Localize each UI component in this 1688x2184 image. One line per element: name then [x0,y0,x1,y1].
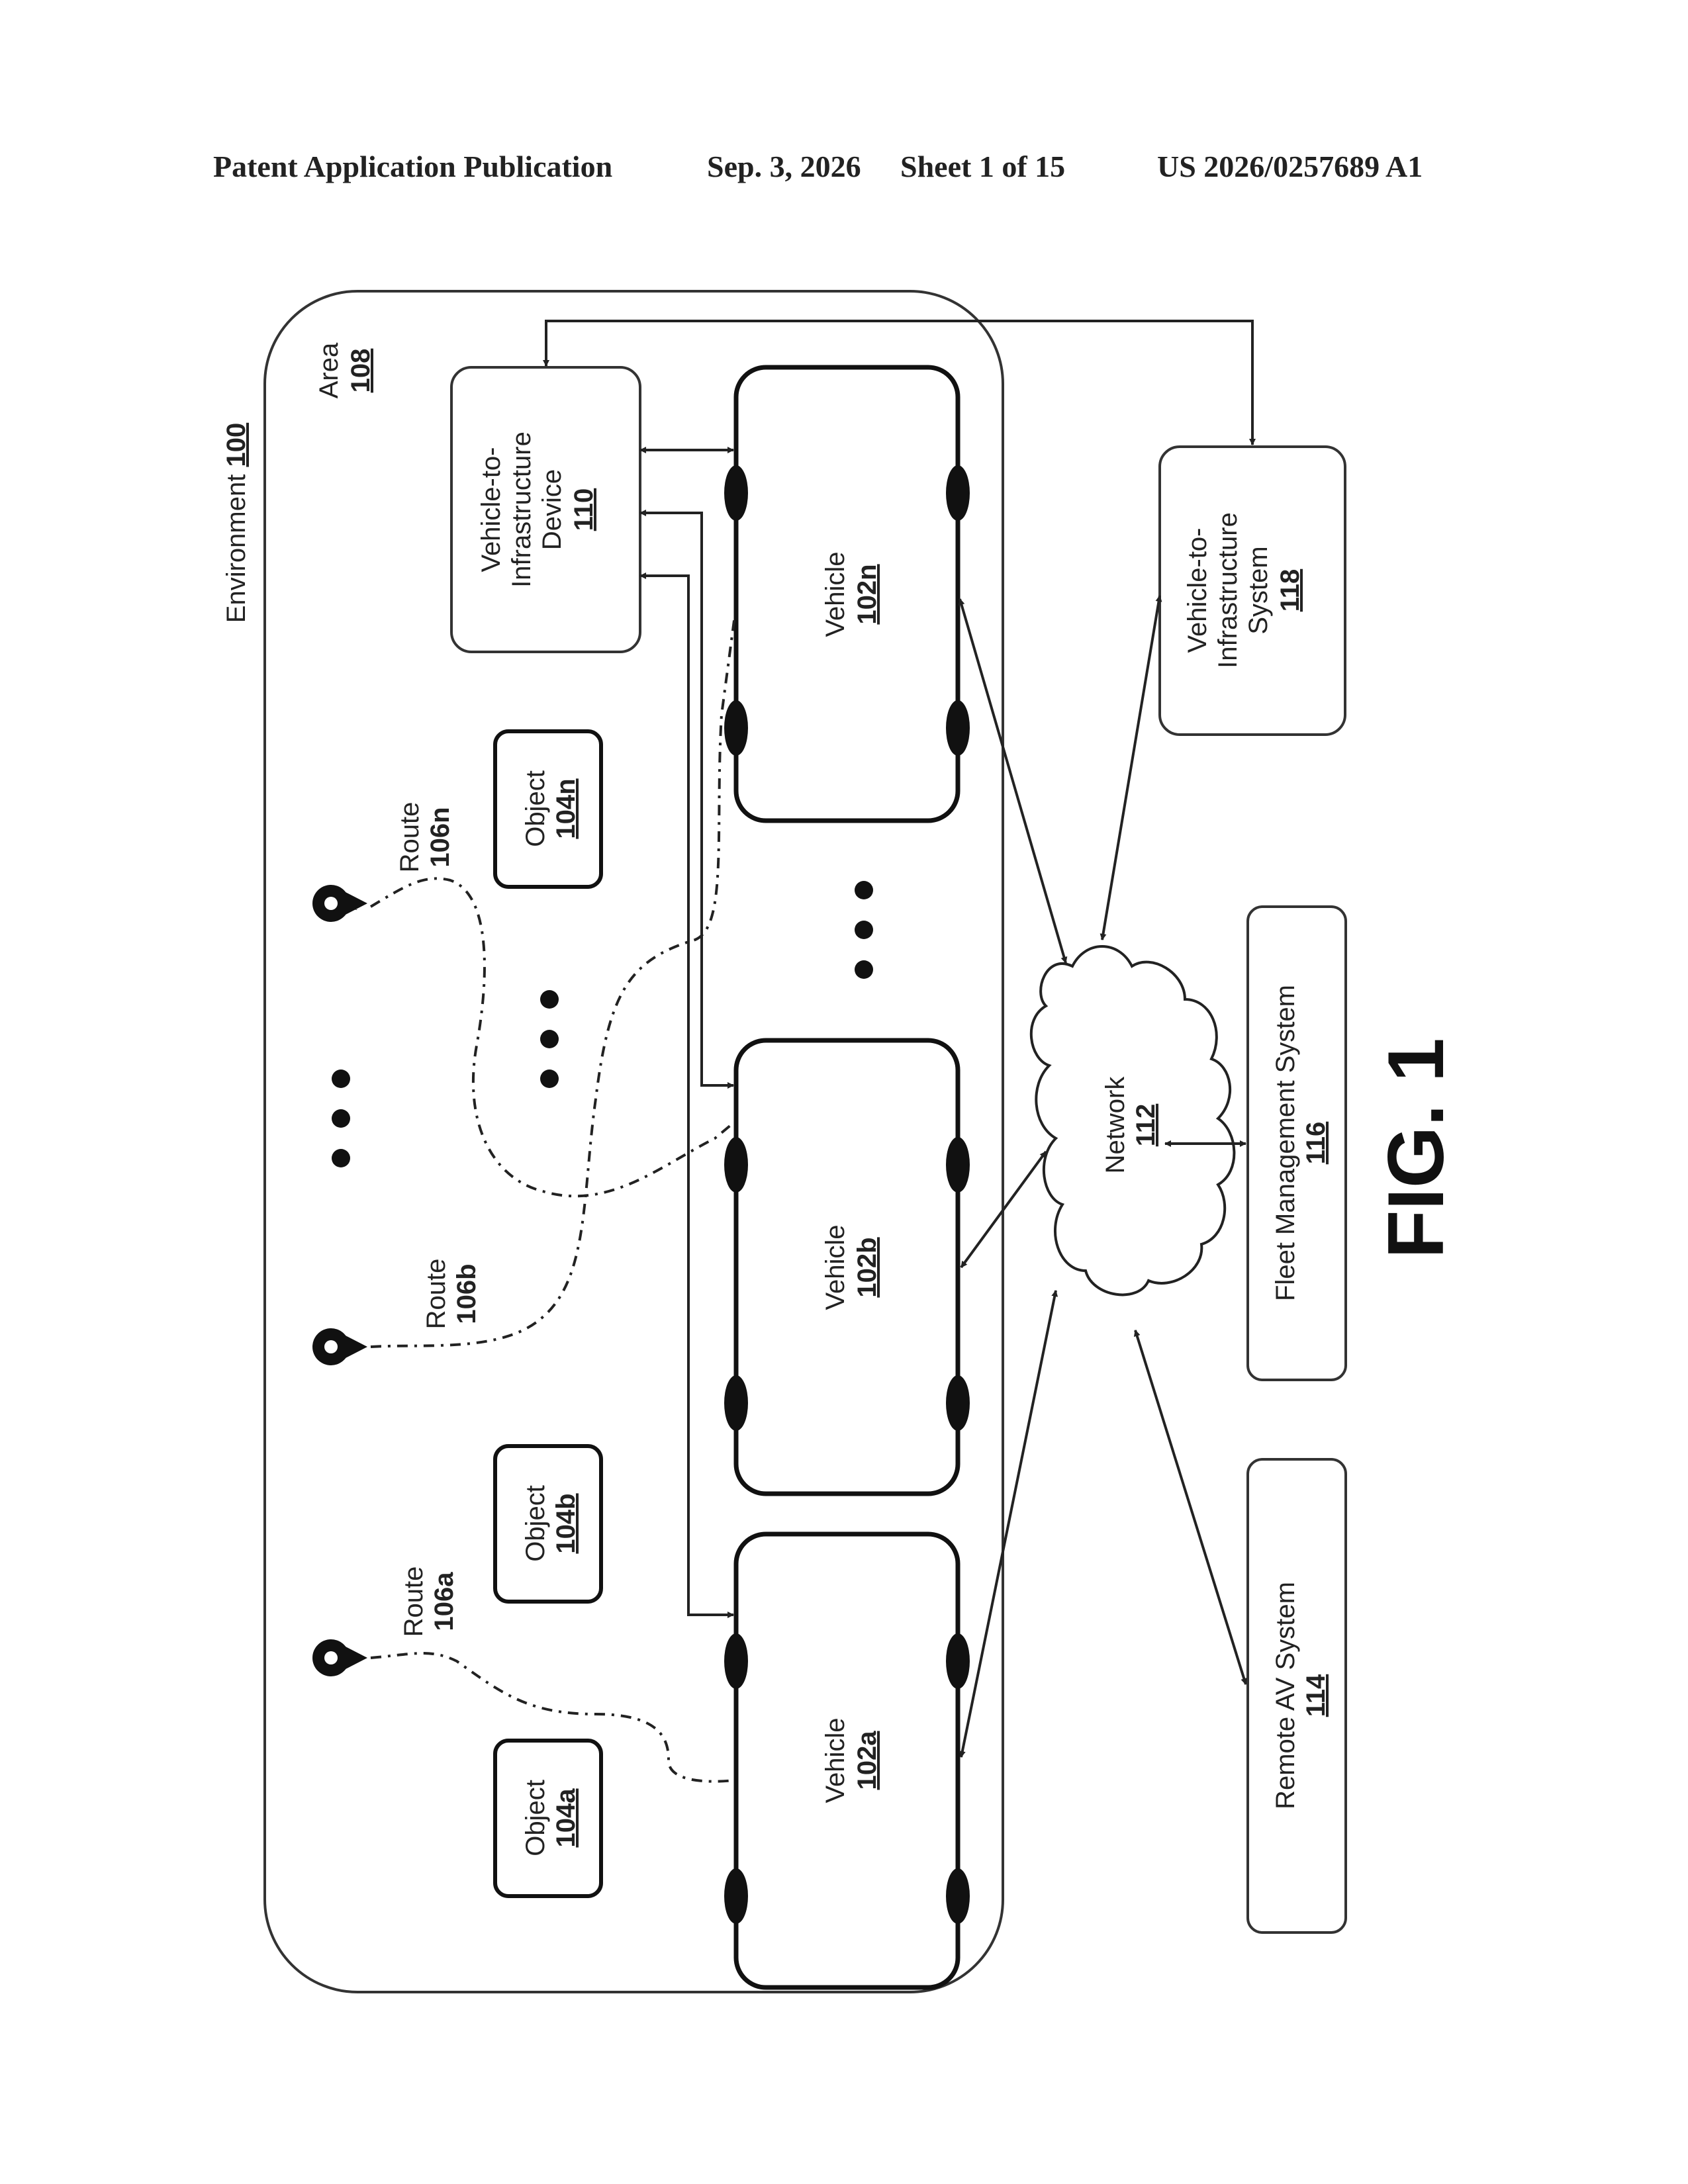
v2i-device-box: Vehicle-to- Infrastructure Device 110 [451,367,640,652]
route-106n-pin-icon [312,885,367,922]
route-106a-pin-icon [312,1639,367,1676]
svg-text:Infrastructure: Infrastructure [1213,512,1243,668]
svg-text:110: 110 [569,488,598,531]
svg-text:Remote AV System: Remote AV System [1271,1582,1300,1809]
route-106b-pin-icon [312,1328,367,1365]
svg-text:Route: Route [422,1259,451,1330]
svg-text:FIG. 1: FIG. 1 [1372,1038,1460,1258]
svg-text:Object: Object [521,770,550,847]
svg-text:System: System [1244,546,1273,634]
svg-text:116: 116 [1301,1122,1331,1165]
svg-text:Infrastructure: Infrastructure [507,432,536,588]
environment-label: Environment 100 [222,423,251,623]
object-104a: Object 104a [495,1741,601,1896]
svg-text:102b: 102b [853,1237,882,1297]
svg-text:114: 114 [1301,1674,1331,1717]
svg-text:104b: 104b [551,1493,581,1553]
fleet-management-system-box: Fleet Management System 116 [1248,907,1346,1380]
svg-text:Network: Network [1101,1076,1130,1174]
svg-text:Vehicle: Vehicle [821,1718,850,1803]
svg-text:Fleet Management System: Fleet Management System [1271,985,1300,1301]
object-104n: Object 104n [495,731,601,887]
svg-text:Device: Device [538,469,567,550]
ellipsis-routes [332,1069,350,1167]
remote-av-system-box: Remote AV System 114 [1248,1459,1346,1933]
svg-text:106b: 106b [452,1263,481,1324]
route-106b-label: Route 106b [422,1259,481,1330]
figure-label: FIG. 1 [1372,1038,1460,1258]
svg-text:104a: 104a [551,1788,581,1848]
svg-text:118: 118 [1276,569,1305,612]
route-106a-label: Route 106a [399,1567,459,1637]
area-label: Area 108 [314,342,375,398]
route-106b-path [371,615,735,1347]
svg-text:104n: 104n [551,778,581,839]
svg-text:Environment 100: Environment 100 [222,423,251,623]
svg-text:Object: Object [521,1485,550,1562]
object-104b: Object 104b [495,1446,601,1602]
svg-text:Vehicle: Vehicle [821,552,850,637]
ellipsis-objects [540,990,559,1088]
svg-text:106n: 106n [426,807,455,867]
route-106n-label: Route 106n [395,802,455,873]
v2i-system-box: Vehicle-to- Infrastructure System 118 [1160,447,1345,735]
network-cloud-icon: Network 112 [1031,946,1235,1295]
svg-text:Route: Route [395,802,424,873]
svg-text:Vehicle-to-: Vehicle-to- [1183,528,1212,653]
svg-text:106a: 106a [430,1572,459,1631]
vehicle-102b: Vehicle 102b [724,1040,970,1494]
svg-text:Area: Area [314,342,344,398]
svg-text:Vehicle-to-: Vehicle-to- [477,447,506,572]
svg-text:108: 108 [346,349,375,393]
svg-text:112: 112 [1131,1104,1160,1147]
svg-text:Vehicle: Vehicle [821,1225,850,1310]
vehicle-102n: Vehicle 102n [724,367,970,821]
vehicle-102a: Vehicle 102a [724,1534,970,1987]
svg-text:102a: 102a [853,1731,882,1790]
ellipsis-vehicles [855,881,873,979]
svg-text:Route: Route [399,1567,428,1637]
svg-text:102n: 102n [853,564,882,624]
svg-text:Object: Object [521,1780,550,1856]
